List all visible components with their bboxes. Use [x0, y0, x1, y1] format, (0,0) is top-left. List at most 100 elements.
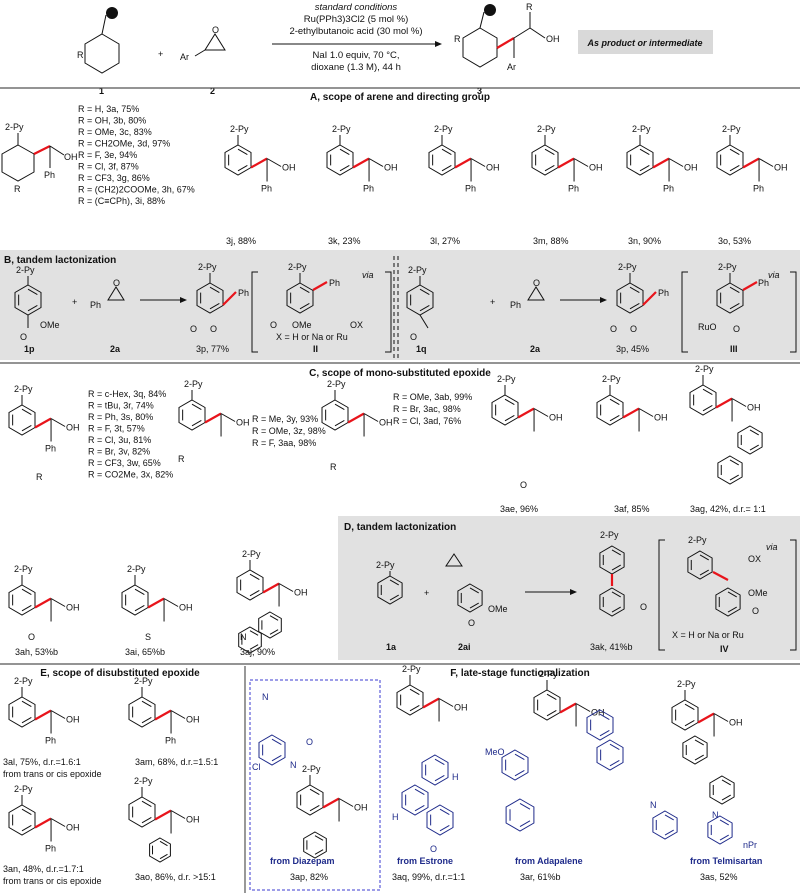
py-label: 2-Py — [5, 122, 24, 132]
n-label: N — [290, 760, 297, 770]
benzene-ring — [501, 749, 529, 781]
o-label: O — [468, 618, 475, 628]
benzene-ring — [626, 144, 654, 176]
bond — [731, 398, 747, 407]
oh-label: OH — [186, 815, 200, 825]
benzene-ring — [671, 699, 699, 731]
double-bond — [21, 824, 32, 832]
bond — [470, 158, 486, 167]
r-list-item: R = Cl, 3f, 87% — [78, 162, 139, 172]
yield-label: 3o, 53% — [718, 236, 751, 246]
bracket-left — [681, 271, 688, 353]
yield-label: 3ae, 96% — [500, 504, 538, 514]
benzene-ring — [616, 282, 644, 314]
benzene-ring — [286, 282, 314, 314]
benzene-ring — [149, 837, 171, 863]
npr-label: nPr — [743, 840, 757, 850]
arrow-head — [570, 589, 577, 595]
ph-label: Ph — [568, 184, 579, 194]
double-bond — [546, 709, 557, 717]
double-bond — [729, 286, 740, 294]
label-2ai: 2ai — [458, 642, 471, 652]
double-bond — [191, 419, 202, 427]
bond — [278, 583, 294, 592]
bracket-left — [251, 271, 258, 353]
ph-label: Ph — [44, 170, 55, 180]
ome-label: OMe — [748, 588, 768, 598]
product-3: R OH Ar R 3 — [454, 2, 560, 96]
py-label: 2-Py — [539, 669, 558, 679]
double-bond — [684, 719, 695, 727]
double-bond — [729, 474, 739, 481]
oh-label: OH — [729, 718, 743, 728]
double-bond — [21, 604, 32, 612]
benzene-ring — [296, 784, 324, 816]
product-box-label: As product or intermediate — [586, 38, 702, 48]
benzene-ring — [687, 550, 713, 580]
double-bond — [209, 302, 220, 310]
o-label: O — [520, 480, 527, 490]
r-list-item: R = CO2Me, 3x, 82% — [88, 470, 173, 480]
benzene-ring — [128, 796, 156, 828]
bond — [742, 157, 760, 169]
double-bond — [694, 754, 704, 761]
bond — [422, 697, 440, 709]
double-bond — [727, 606, 737, 613]
directing-group-icon — [484, 4, 496, 16]
label-iii: III — [730, 344, 738, 354]
benzene-ring — [224, 144, 252, 176]
double-bond — [434, 774, 445, 782]
py-label: 2-Py — [230, 124, 249, 134]
double-bond — [611, 606, 621, 613]
py-label: 2-Py — [127, 564, 146, 574]
furan-o: O — [28, 632, 35, 642]
benzene-ring — [128, 696, 156, 728]
ph-label: Ph — [45, 844, 56, 854]
r-list-item: R = Ph, 3s, 80% — [88, 412, 153, 422]
r-list-item: R = OH, 3b, 80% — [78, 116, 146, 126]
o-label: O — [610, 324, 617, 334]
r-list-item: R = CF3, 3g, 86% — [78, 173, 150, 183]
double-bond — [21, 808, 32, 816]
oh-label: OH — [66, 823, 80, 833]
yield-label: 3ag, 42%, d.r.= 1:1 — [690, 504, 766, 514]
r-label: R — [36, 472, 43, 482]
o-label: O — [640, 602, 647, 612]
section-c-header: C, scope of mono-substituted epoxide — [309, 368, 491, 379]
label-1q: 1q — [416, 344, 427, 354]
double-bond — [159, 840, 168, 847]
py-label: 2-Py — [688, 535, 707, 545]
double-bond — [611, 591, 621, 598]
oh-label: OH — [236, 418, 250, 428]
section-d-bg — [338, 516, 800, 660]
py-label: 2-Py — [184, 379, 203, 389]
epoxide-ring — [107, 286, 125, 301]
oh-label: OH — [747, 403, 761, 413]
o-label: O — [733, 324, 740, 334]
bond — [322, 797, 340, 809]
bond — [347, 412, 365, 424]
benzene-ring — [596, 739, 624, 771]
from-label: from Adapalene — [515, 856, 583, 866]
r-list-item: R = Cl, 3ad, 76% — [393, 416, 461, 426]
bond — [533, 408, 549, 417]
py-label: 2-Py — [288, 262, 307, 272]
py-label: 2-Py — [602, 374, 621, 384]
r-list-item: R = Br, 3v, 82% — [88, 447, 150, 457]
note-label: from trans or cis epoxide — [3, 876, 102, 886]
r-list-item: R = H, 3a, 75% — [78, 104, 139, 114]
r-list-item: R = (C≡CPh), 3i, 88% — [78, 196, 165, 206]
benzene-ring — [652, 810, 678, 840]
label-1: 1 — [99, 86, 104, 96]
double-bond — [684, 703, 695, 711]
r-list-item: R = (CH2)2COOMe, 3h, 67% — [78, 185, 195, 195]
n-label: N — [712, 810, 719, 820]
via-label: via — [766, 542, 778, 552]
yield-label: 3k, 23% — [328, 236, 361, 246]
o-label: O — [752, 606, 759, 616]
r-list-item: R = F, 3t, 57% — [88, 424, 145, 434]
double-bond — [269, 615, 279, 621]
product-box — [578, 30, 713, 54]
